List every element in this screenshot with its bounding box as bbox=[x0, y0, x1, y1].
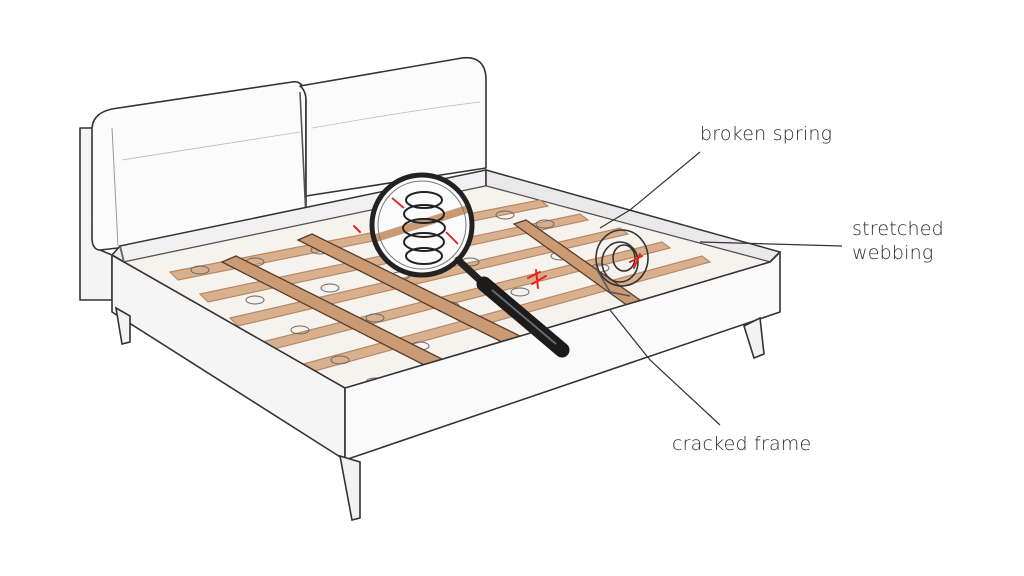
label-stretched-webbing: stretched webbing bbox=[852, 218, 944, 264]
headboard bbox=[79, 56, 487, 301]
magnifying-glass bbox=[369, 172, 570, 358]
label-broken-spring: broken spring bbox=[700, 123, 833, 145]
leader-cracked-frame bbox=[609, 309, 721, 426]
leader-stretched-webbing bbox=[699, 241, 843, 247]
callout-leaders bbox=[599, 151, 843, 426]
leader-broken-spring bbox=[599, 151, 701, 229]
broken-spring-coil bbox=[595, 229, 649, 297]
label-cracked-frame: cracked frame bbox=[672, 433, 812, 455]
bed-legs bbox=[114, 306, 765, 521]
